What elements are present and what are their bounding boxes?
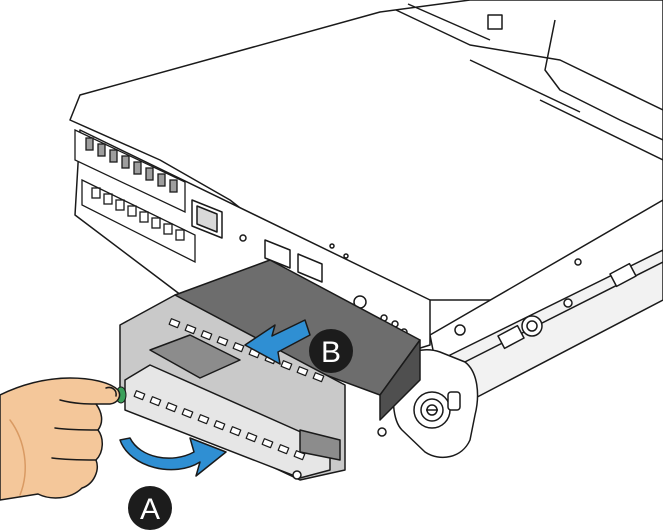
callout-b-label: B xyxy=(321,336,341,369)
arrow-a xyxy=(119,437,227,477)
bezel-grille xyxy=(74,128,196,264)
callout-a-label: A xyxy=(140,493,160,526)
hand xyxy=(0,377,121,501)
callout-b-badge: B xyxy=(309,329,353,373)
rack-ear xyxy=(392,324,479,459)
chassis-rear-edge xyxy=(395,9,663,111)
arrow-b xyxy=(244,319,311,365)
usb-port xyxy=(264,239,291,269)
callout-a-badge: A xyxy=(128,486,172,530)
server-chassis xyxy=(69,0,663,301)
usb-port xyxy=(297,253,323,283)
drive-carrier xyxy=(115,259,421,481)
